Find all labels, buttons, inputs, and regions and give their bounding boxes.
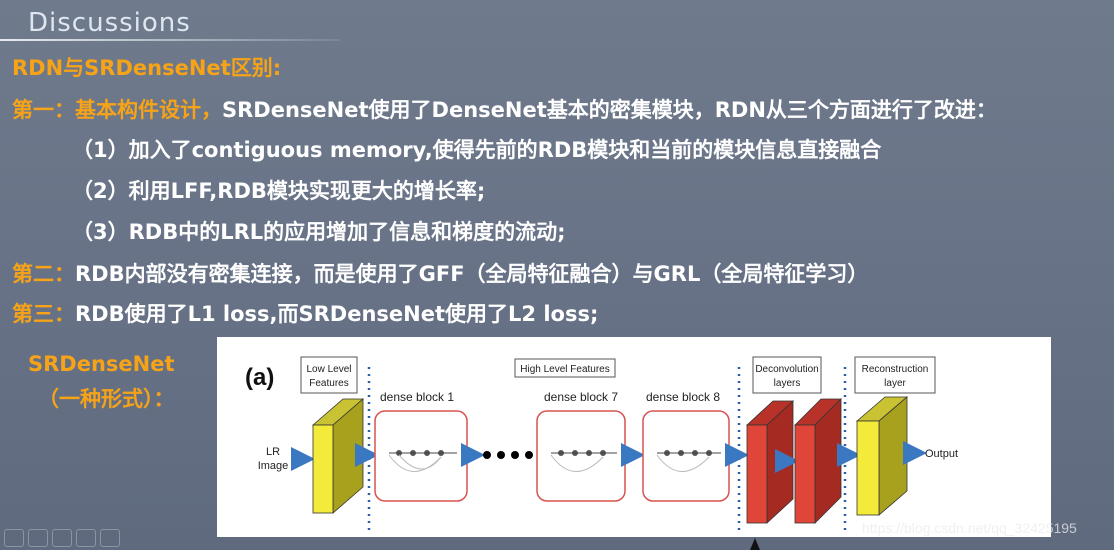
one-form-label: （一种形式）： xyxy=(38,387,175,411)
recon-box xyxy=(854,356,936,394)
srdensenet-architecture-figure: (a) Low Level Features High Level Featur… xyxy=(217,337,1051,537)
dense-block-8-label: dense block 8 xyxy=(646,390,720,404)
dense-block-1-nodes xyxy=(388,450,457,472)
dense-block-1-label: dense block 1 xyxy=(380,390,454,404)
lr-text-2: Image xyxy=(258,460,289,472)
deconv-block-2 xyxy=(794,424,816,524)
dense-block-7-nodes xyxy=(550,450,617,472)
point-two-text: RDB内部没有密集连接，而是使用了GFF（全局特征融合）与GRL（全局特征学习） xyxy=(75,262,869,286)
dense-block-8-nodes xyxy=(656,450,721,472)
point-three-text: RDB使用了L1 loss,而SRDenseNet使用了L2 loss; xyxy=(75,302,599,326)
high-level-text: High Level Features xyxy=(520,364,610,375)
point-three-label: 第三： xyxy=(12,302,75,326)
watermark: https://blog.csdn.net/qq_32425195 xyxy=(862,520,1077,536)
point-three: 第三：RDB使用了L1 loss,而SRDenseNet使用了L2 loss; xyxy=(12,298,598,328)
highlighter-icon[interactable] xyxy=(52,529,72,547)
dense-block-8 xyxy=(642,410,730,502)
low-level-box xyxy=(300,356,358,394)
heading-rdn-vs-srdensenet: RDN与SRDenseNet区别: xyxy=(12,56,282,80)
deconv-text-2: layers xyxy=(774,378,801,389)
panel-label: (a) xyxy=(245,364,274,391)
sub-point-1: （1）加入了contiguous memory,使得先前的RDB模块和当前的模块… xyxy=(72,138,882,162)
high-level-box xyxy=(514,358,616,378)
lr-text-1: LR xyxy=(266,446,280,458)
pointer-icon[interactable] xyxy=(76,529,96,547)
srdensenet-label: SRDenseNet xyxy=(28,352,175,376)
sub-point-2: （2）利用LFF,RDB模块实现更大的增长率; xyxy=(72,179,486,203)
point-two: 第二：RDB内部没有密集连接，而是使用了GFF（全局特征融合）与GRL（全局特征… xyxy=(12,258,868,288)
recon-text-1: Reconstruction xyxy=(862,364,929,375)
dense-block-7 xyxy=(536,410,626,502)
output-label: Output xyxy=(925,448,958,460)
low-level-text-2: Features xyxy=(309,378,348,389)
dense-block-1 xyxy=(374,410,468,502)
point-one-text: SRDenseNet使用了DenseNet基本的密集模块，RDN从三个方面进行了… xyxy=(222,98,997,122)
low-feature-block xyxy=(312,424,334,514)
deconv-text-1: Deconvolution xyxy=(755,364,818,375)
ellipsis-dots xyxy=(483,451,533,459)
point-two-label: 第二： xyxy=(12,262,75,286)
architecture-diagram: (a) Low Level Features High Level Featur… xyxy=(245,356,958,532)
title-underline xyxy=(0,39,340,41)
mouse-cursor-icon xyxy=(750,538,760,550)
recon-block xyxy=(856,420,880,516)
slide-title: Discussions xyxy=(28,8,191,38)
screen-icon[interactable] xyxy=(100,529,120,547)
recon-text-2: layer xyxy=(884,378,906,389)
deconv-block-1 xyxy=(746,424,768,524)
sub-point-3: （3）RDB中的LRL的应用增加了信息和梯度的流动; xyxy=(72,220,566,244)
point-one: 第一：基本构件设计，SRDenseNet使用了DenseNet基本的密集模块，R… xyxy=(12,94,997,124)
pen-icon[interactable] xyxy=(4,529,24,547)
presentation-toolbar xyxy=(0,525,140,549)
low-level-text-1: Low Level xyxy=(306,364,351,375)
dense-block-7-label: dense block 7 xyxy=(544,390,618,404)
eraser-icon[interactable] xyxy=(28,529,48,547)
point-one-label: 第一：基本构件设计， xyxy=(12,98,222,122)
deconv-box xyxy=(752,356,822,394)
